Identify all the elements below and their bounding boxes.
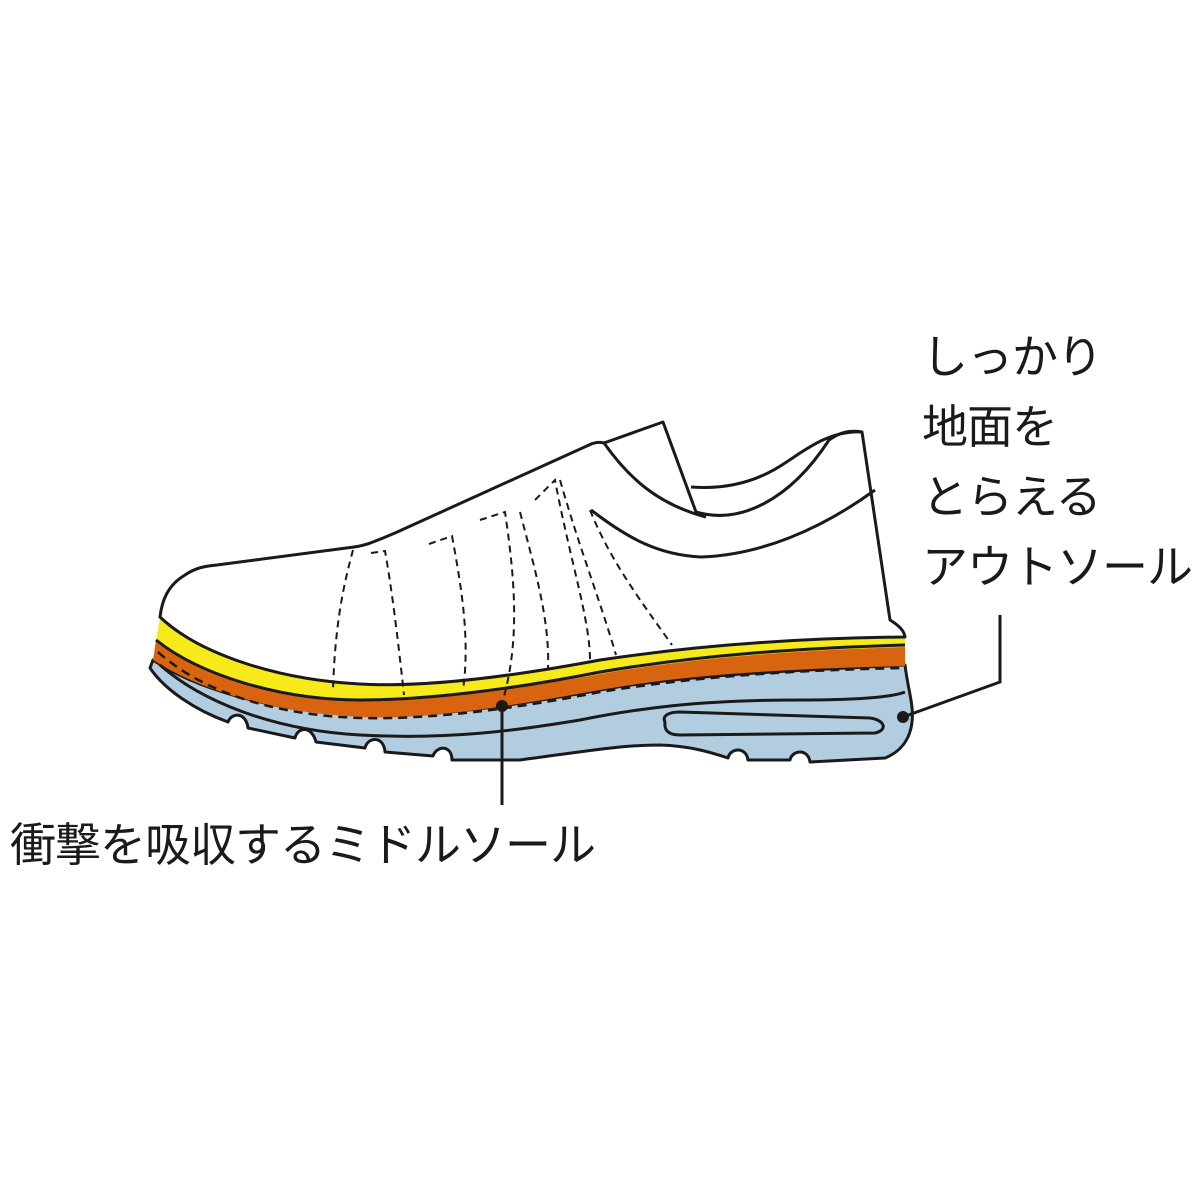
collar-lining <box>690 430 863 490</box>
insole-edge <box>155 638 906 702</box>
outsole-label-line: 地面を <box>922 400 1058 454</box>
sole-groove <box>159 663 906 738</box>
collar-line <box>602 442 707 519</box>
outsole-callout <box>897 615 1002 723</box>
outsole-label: しっかり 地面を とらえる アウトソール <box>922 322 1193 602</box>
tongue-line <box>590 488 876 559</box>
midsole <box>153 640 905 718</box>
sole-window <box>662 710 885 737</box>
stitching <box>332 477 673 701</box>
outsole-label-line: とらえる <box>922 470 1102 524</box>
outsole-label-line: アウトソール <box>922 540 1193 594</box>
sole-stitch <box>157 651 906 720</box>
outsole-label-line: しっかり <box>922 330 1103 384</box>
midsole-callout <box>496 700 508 805</box>
midsole-label: 衝撃を吸収するミドルソール <box>10 818 596 872</box>
